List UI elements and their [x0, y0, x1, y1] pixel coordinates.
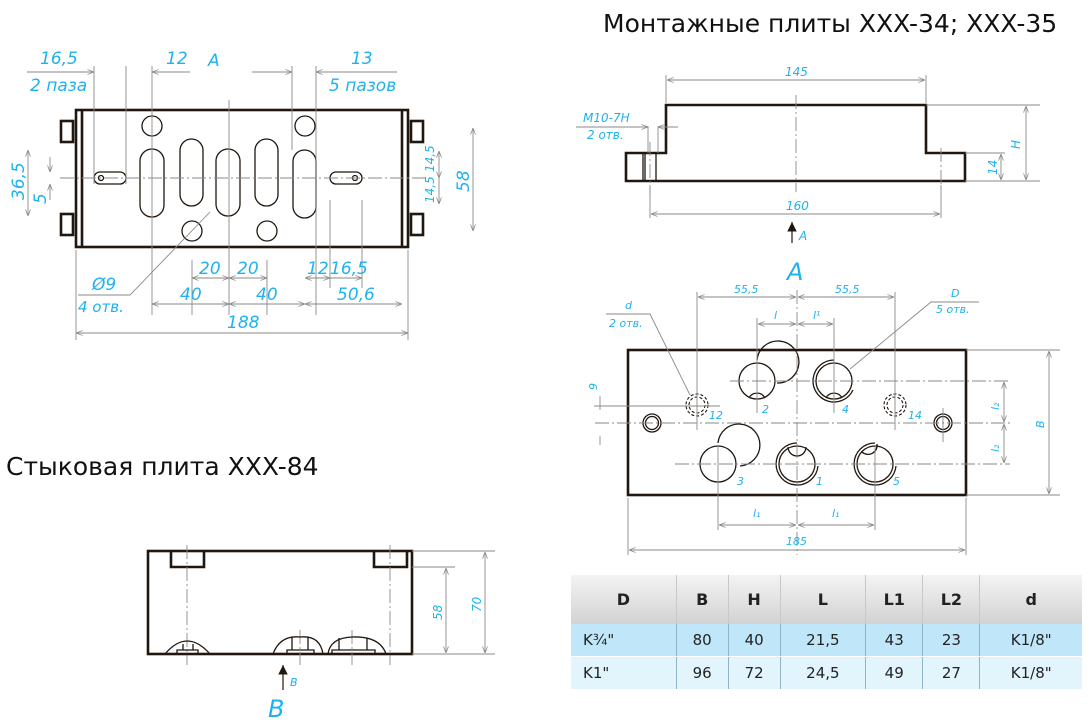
thread-2-holes: 2 отв.: [587, 128, 624, 142]
cell: 49: [865, 656, 923, 689]
dim-5: 5: [31, 193, 51, 204]
dim-12-b: 12: [307, 259, 329, 279]
dim-14-5-b: 14,5: [423, 176, 437, 203]
view-b-label: B: [268, 695, 284, 723]
title-mounting-plates: Монтажные плиты XXX-34; XXX-35: [603, 9, 1057, 38]
dim-58-butt: 58: [431, 604, 445, 620]
dim-145: 145: [785, 65, 808, 79]
table-row: K1" 96 72 24,5 49 27 K1/8": [571, 656, 1082, 689]
dim-16-5: 16,5: [40, 49, 78, 69]
dim-l2-a: l₂: [989, 402, 1002, 410]
label-d-2-holes: 2 отв.: [609, 317, 643, 330]
cell: 40: [727, 624, 781, 657]
dim-12: 12: [166, 49, 188, 69]
cell: K1/8": [979, 656, 1082, 689]
dim-14: 14: [986, 160, 1000, 175]
dim-b: B: [1034, 420, 1047, 428]
view-a-label: A: [785, 258, 803, 286]
dim-188: 188: [227, 313, 260, 333]
dim-185: 185: [786, 535, 807, 548]
table-row: K¾" 80 40 21,5 43 23 K1/8": [571, 624, 1082, 657]
view-arrow-a: A: [798, 229, 807, 243]
title-butt-plate: Стыковая плита XXX-84: [6, 452, 319, 481]
side-view-mounting-plate: [576, 75, 1040, 243]
dim-14-5-a: 14,5: [423, 145, 437, 172]
label-big-d: D: [951, 287, 959, 300]
top-view-mounting-plate: [27, 66, 473, 340]
port-3: 3: [737, 475, 744, 488]
cell: 23: [922, 624, 980, 657]
cell: 72: [727, 656, 781, 689]
header-l: L: [779, 575, 866, 624]
dim-36-5: 36,5: [9, 162, 29, 200]
dim-160: 160: [786, 199, 809, 213]
dim-40-b: 40: [256, 285, 278, 305]
port-2: 2: [762, 403, 769, 416]
dim-50-6: 50,6: [337, 285, 375, 305]
header-h: H: [727, 575, 781, 624]
dim-h: H: [1009, 140, 1023, 149]
header-small-d: d: [979, 575, 1082, 624]
dim-9: 9: [587, 383, 600, 390]
port-4: 4: [842, 403, 849, 416]
dim-l1-b: l₁: [832, 507, 839, 520]
dim-4-holes: 4 отв.: [78, 298, 124, 316]
cell: K1": [571, 656, 677, 689]
port-12: 12: [709, 409, 723, 422]
view-a-mounting-plate: [594, 290, 1060, 555]
dim-20-b: 20: [237, 259, 259, 279]
dim-55-5-a: 55,5: [734, 283, 759, 296]
dim-l-sup1: l¹: [813, 309, 820, 322]
cell: 96: [675, 656, 729, 689]
dimensions-table: D B H L L1 L2 d K¾" 80 40 21,5 43 23 K1/…: [571, 575, 1082, 689]
dim-13: 13: [351, 49, 373, 69]
cell: K1/8": [979, 624, 1082, 657]
dim-l: l: [774, 309, 777, 322]
dim-l2-b: l₂: [989, 444, 1002, 452]
cell: 27: [922, 656, 980, 689]
view-arrow-b: B: [290, 676, 298, 689]
dim-20-a: 20: [199, 259, 221, 279]
view-arrow-a-label: A: [207, 51, 220, 71]
dim-55-5-b: 55,5: [835, 283, 860, 296]
header-b: B: [675, 575, 729, 624]
cell: 43: [865, 624, 923, 657]
butt-plate-view: [146, 545, 495, 690]
port-14: 14: [908, 409, 922, 422]
table-header-row: D B H L L1 L2 d: [571, 575, 1082, 624]
thread-m10-7h: M10-7H: [583, 111, 630, 125]
dim-40-a: 40: [180, 285, 202, 305]
label-d-5-holes: 5 отв.: [936, 303, 970, 316]
dim-58: 58: [454, 170, 474, 192]
label-d: d: [625, 299, 633, 312]
cell: 24,5: [779, 656, 866, 689]
dim-70-butt: 70: [470, 596, 484, 612]
dim-l1-a: l₁: [753, 507, 760, 520]
cell: 21,5: [779, 624, 866, 657]
port-5: 5: [893, 475, 900, 488]
cell: K¾": [571, 624, 677, 657]
port-1: 1: [816, 475, 823, 488]
header-l2: L2: [922, 575, 980, 624]
dim-16-5-b: 16,5: [330, 259, 368, 279]
dim-5-slots: 5 пазов: [329, 76, 396, 96]
header-l1: L1: [865, 575, 923, 624]
header-d: D: [571, 575, 677, 624]
dim-2-slots: 2 паза: [30, 76, 87, 96]
dim-diameter-9: Ø9: [91, 275, 116, 295]
cell: 80: [675, 624, 729, 657]
